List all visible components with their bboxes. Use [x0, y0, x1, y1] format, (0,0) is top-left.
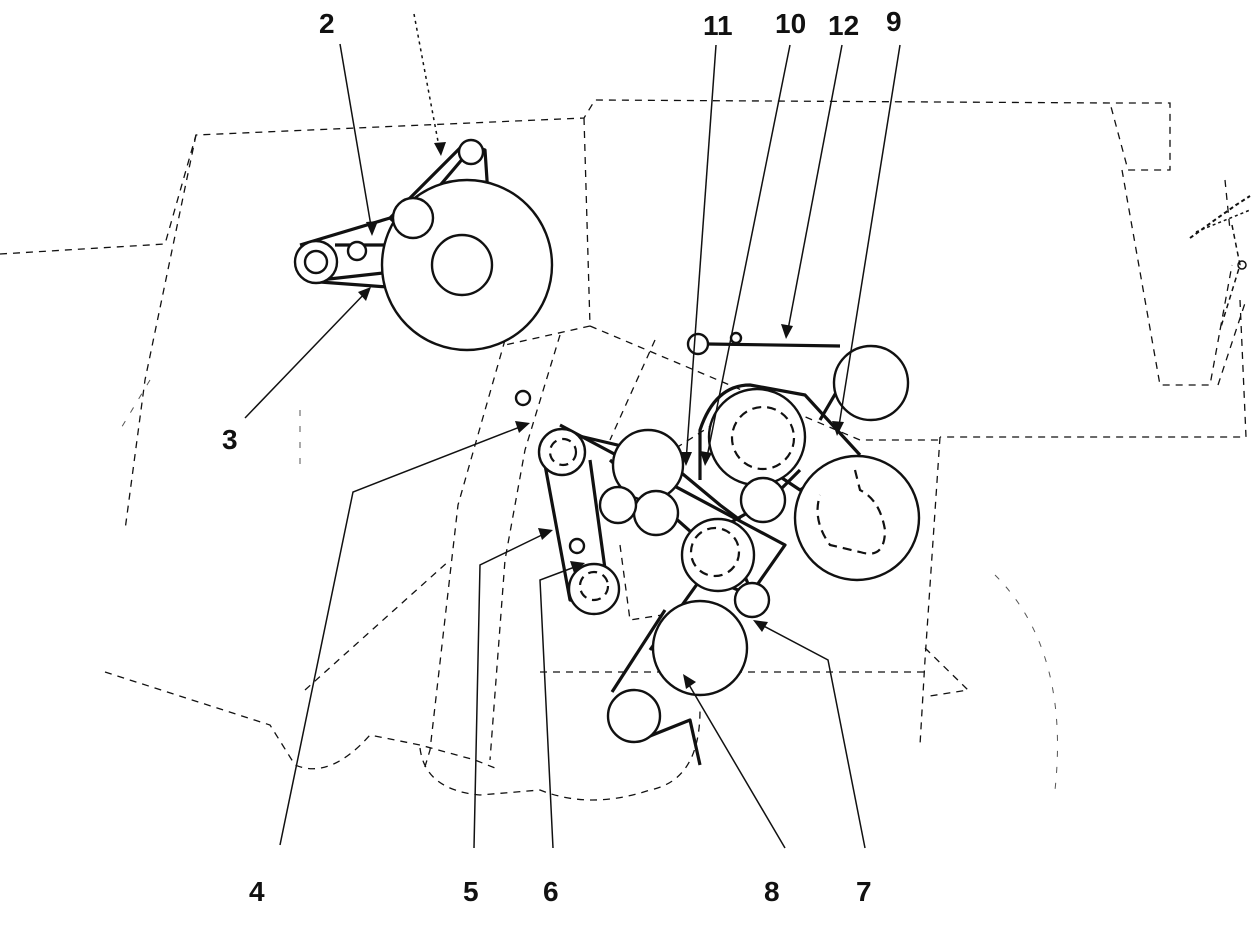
callout-10: 10	[775, 8, 807, 39]
central-drive	[514, 331, 921, 766]
callout-11: 11	[703, 10, 733, 41]
leader-7	[757, 622, 866, 849]
callout-3: 3	[222, 424, 238, 455]
callout-8: 8	[764, 876, 780, 907]
leader-2	[339, 43, 373, 233]
callout-2: 2	[319, 8, 335, 39]
leader-4	[279, 424, 526, 846]
leader-lines	[244, 13, 901, 849]
callout-4: 4	[249, 876, 265, 907]
leader-6	[539, 564, 581, 849]
leader-11	[685, 44, 717, 463]
callout-7: 7	[856, 876, 872, 907]
callout-5: 5	[463, 876, 479, 907]
leader-10	[705, 44, 791, 463]
leader-3	[244, 289, 369, 419]
callout-6: 6	[543, 876, 559, 907]
leader-12	[786, 44, 843, 336]
callout-9: 9	[886, 6, 902, 37]
upper-drive	[293, 138, 554, 352]
callout-12: 12	[828, 10, 860, 41]
steering-wheel-icon	[1189, 195, 1251, 331]
leader-5	[473, 531, 549, 849]
leader-9	[837, 44, 901, 433]
leader-8	[684, 677, 786, 849]
machine-outline	[0, 99, 1247, 801]
